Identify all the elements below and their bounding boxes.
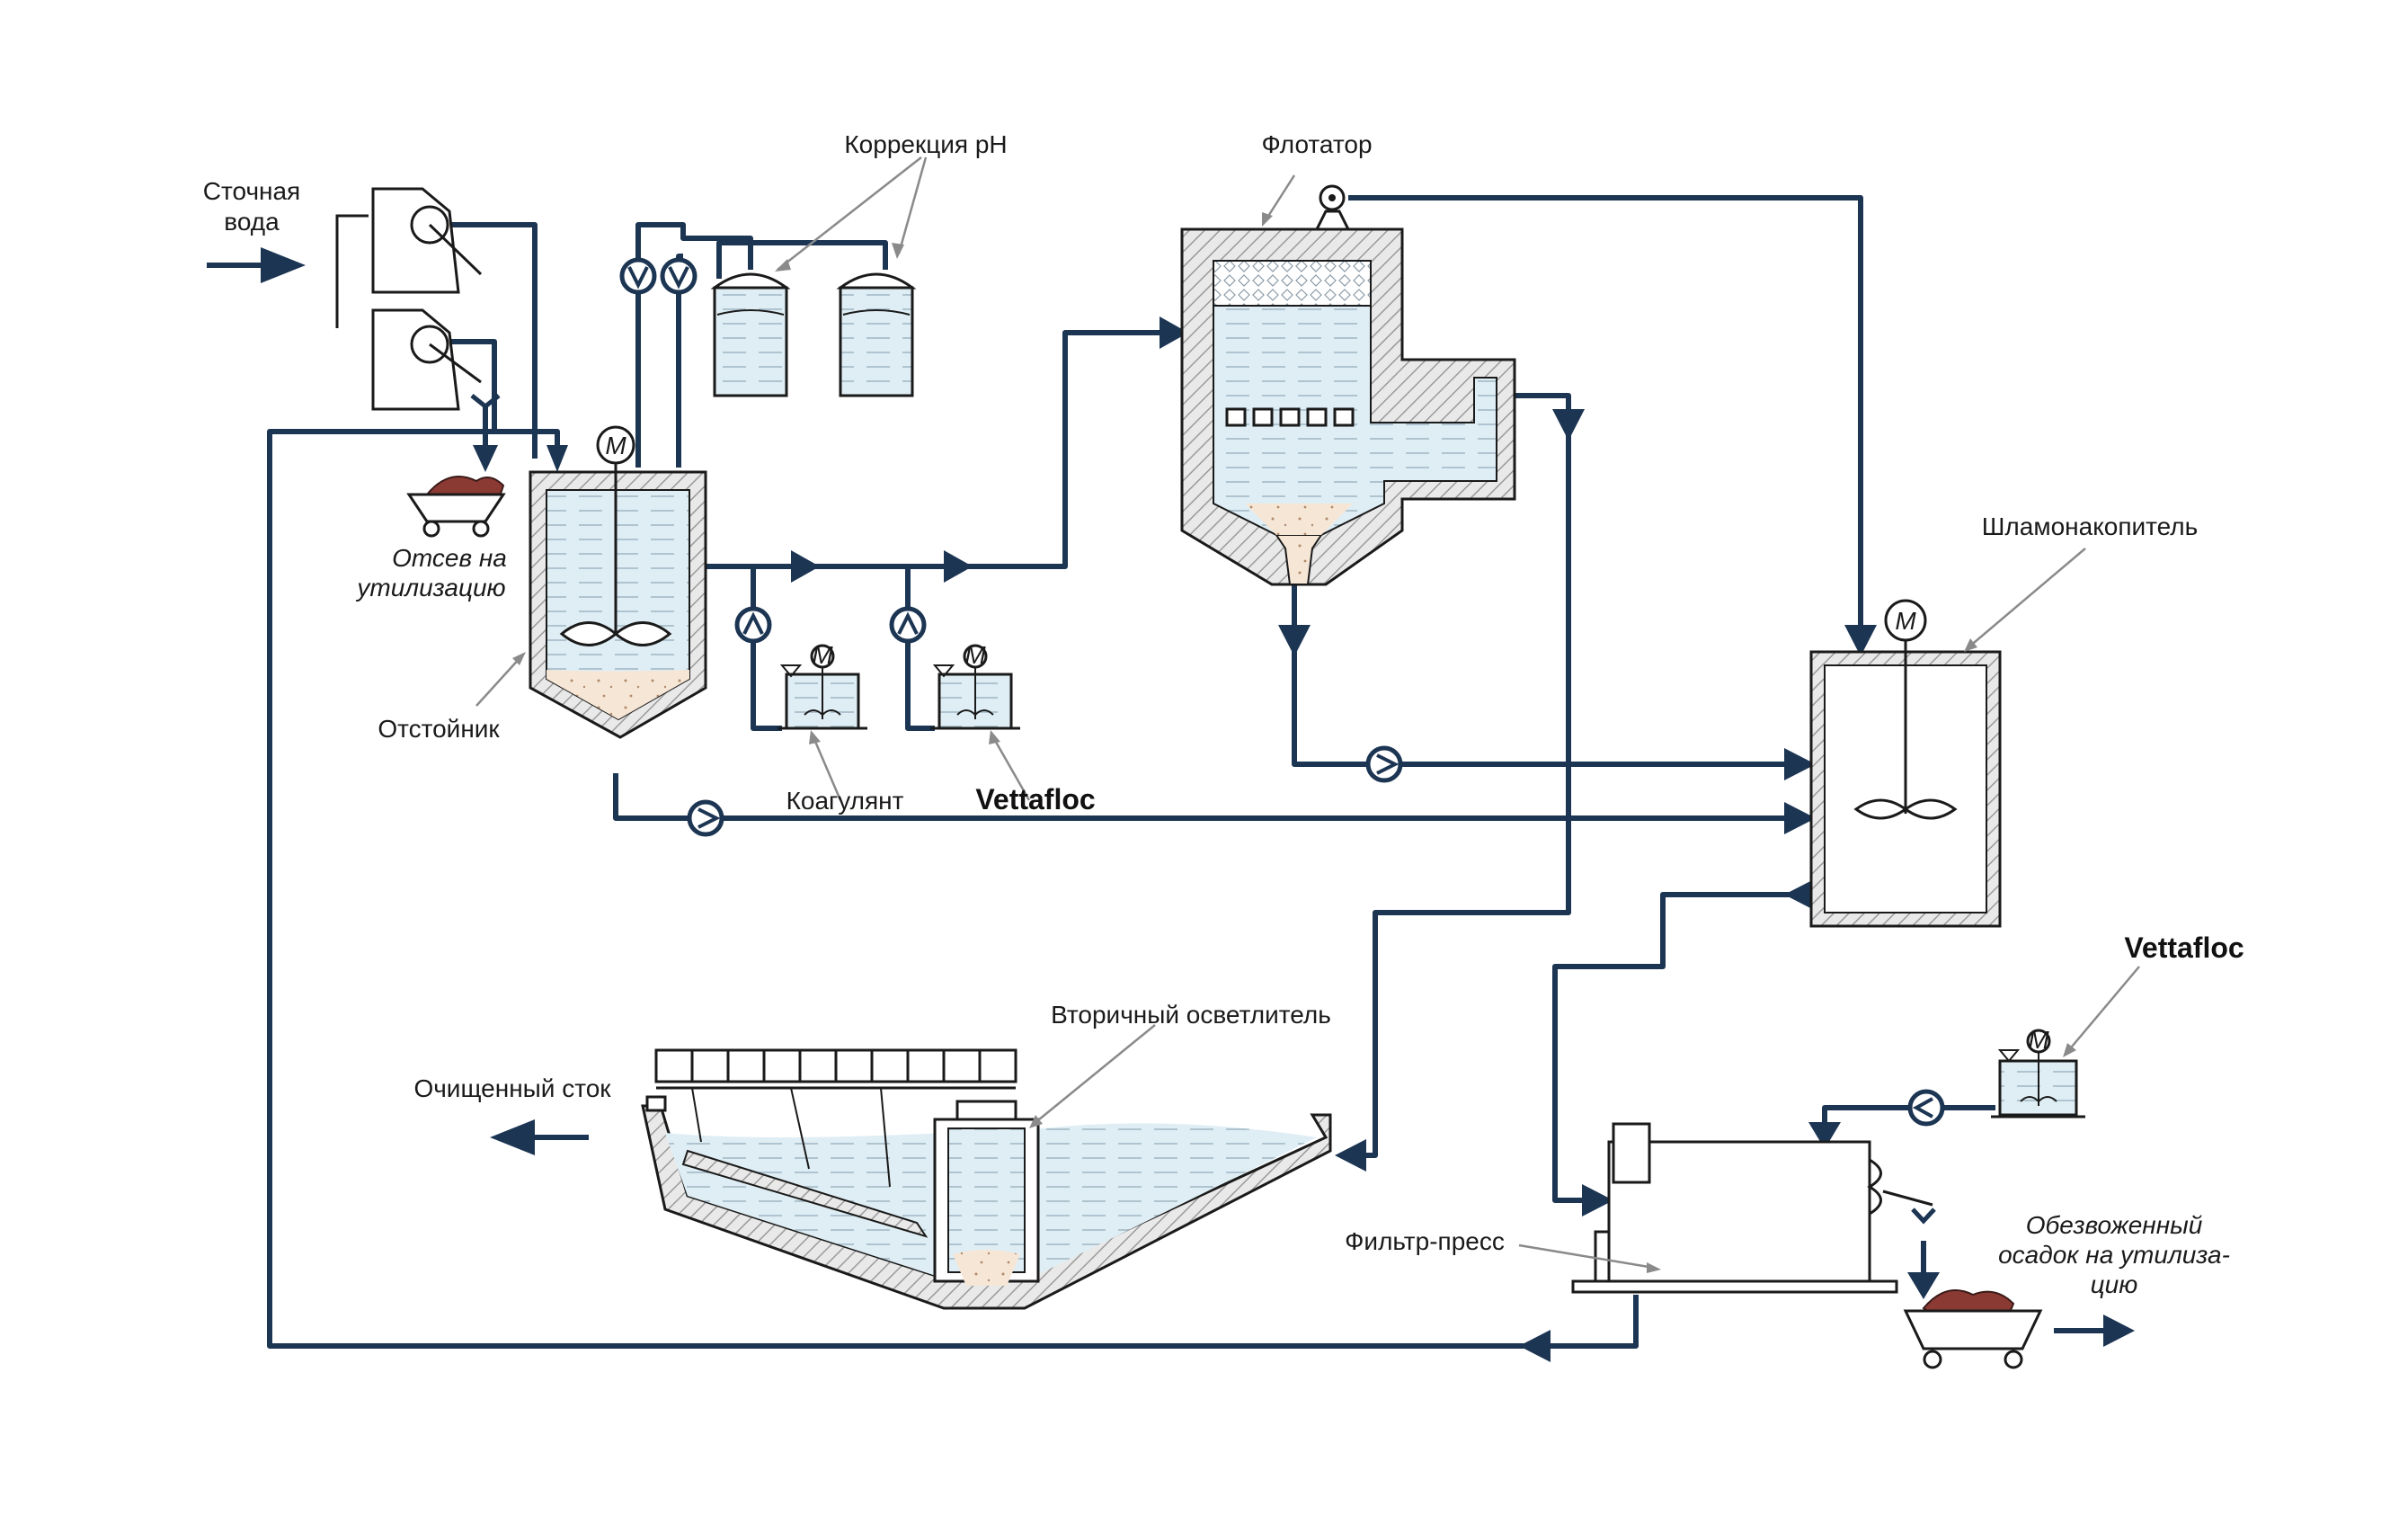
- ph-tank-2: [836, 272, 917, 397]
- pipe-flotator-clarifier: [1348, 393, 1571, 1158]
- pump-filterpress-dosing-icon: [1907, 1089, 1945, 1127]
- flotator-foam-layer: [1213, 260, 1372, 307]
- screenings-cart-icon: [406, 476, 506, 538]
- effluent-arrow-head: [490, 1119, 535, 1155]
- pump-vettafloc-icon: [889, 606, 927, 644]
- pump-coagulant-icon: [734, 606, 772, 644]
- pump-ph-1-icon: [619, 257, 657, 295]
- pipe-settler-sludge: [613, 773, 1807, 821]
- settler-motor-label: M: [605, 432, 626, 459]
- settler-impeller-icon: [559, 621, 672, 646]
- pipe-screen1-settler: [431, 222, 538, 459]
- svg-text:M: M: [2028, 1026, 2049, 1054]
- label-treated-effluent: Очищенный сток: [413, 1074, 611, 1102]
- coagulant-motor-icon: [810, 644, 835, 669]
- settler-motor-icon: M: [596, 425, 635, 465]
- vettafloc-1-motor-icon: [963, 644, 988, 669]
- pipe-settler-flotator: [706, 330, 1160, 569]
- screen-1: [335, 187, 483, 328]
- label-screenings-2: утилизацию: [355, 574, 505, 602]
- sludge-tank-impeller-icon: [1853, 798, 1958, 820]
- arrow-into-settler: [546, 445, 568, 472]
- labels: Сточная вода Коррекция pH Флотатор Шламо…: [203, 130, 2244, 1298]
- vettafloc-tank-1: M: [930, 641, 1020, 730]
- sludge-tank-motor-icon: [1884, 599, 1927, 642]
- secondary-clarifier: [641, 1048, 1332, 1310]
- label-wastewater-1: Сточная: [203, 177, 300, 205]
- coagulant-tank: M: [777, 641, 867, 730]
- pump-ph-2-icon: [660, 257, 698, 295]
- vettafloc-2-motor-icon: [2026, 1029, 2051, 1054]
- clarifier-bridge: [645, 1048, 1017, 1188]
- pipe-flotator-sludge: [1292, 584, 1807, 767]
- svg-text:M: M: [1895, 607, 1916, 635]
- flotator-aerators: [1225, 407, 1355, 427]
- svg-text:M: M: [812, 641, 833, 669]
- pipe-network: [207, 195, 2135, 1362]
- pipe-sludgetank-filterpress: [1552, 892, 1811, 1203]
- screen-units: [335, 187, 501, 411]
- ph-tank-1: [710, 272, 791, 397]
- settler-tank: [529, 463, 707, 739]
- label-coagulant: Коагулянт: [786, 787, 904, 815]
- label-filter-press: Фильтр-пресс: [1345, 1227, 1505, 1255]
- pipe-filtrate-return: [267, 429, 1639, 1349]
- screen-2: [371, 308, 501, 411]
- label-flotator: Флотатор: [1261, 130, 1372, 158]
- label-settler: Отстойник: [378, 715, 500, 743]
- vettafloc-tank-2: M: [1991, 1026, 2085, 1118]
- label-sludge-tank: Шламонакопитель: [1982, 512, 2198, 540]
- pumps: [619, 257, 1945, 1127]
- svg-text:M: M: [964, 641, 986, 669]
- label-dewatered-1: Обезвоженный: [2026, 1211, 2203, 1239]
- pump-settler-sludge-icon: [687, 799, 724, 837]
- pipe-vettafloc: [905, 566, 935, 731]
- label-secondary-clarifier: Вторичный осветлитель: [1051, 1001, 1331, 1029]
- filter-press: [1571, 1122, 1936, 1294]
- sludge-tank: M: [1809, 599, 2002, 928]
- label-vettafloc-2: Vettafloc: [2124, 931, 2244, 964]
- label-dewatered-3: цию: [2091, 1270, 2138, 1298]
- inlet-arrow-head: [261, 247, 306, 283]
- cake-cart-icon: [1903, 1289, 2043, 1369]
- pipe-ph-2: [716, 240, 888, 279]
- label-screenings-1: Отсев на: [392, 544, 507, 572]
- pipe-coagulant: [751, 566, 782, 731]
- label-vettafloc-1: Vettafloc: [975, 783, 1095, 815]
- pipe-foam-sludgetank: [1348, 195, 1863, 638]
- label-ph-correction: Коррекция pH: [844, 130, 1007, 158]
- label-wastewater-2: вода: [224, 208, 280, 236]
- flotator-tank: [1180, 184, 1516, 586]
- leader-lines: [475, 156, 2140, 1273]
- pump-flotator-sludge-icon: [1365, 745, 1403, 783]
- label-dewatered-2: осадок на утилиза-: [1998, 1241, 2230, 1269]
